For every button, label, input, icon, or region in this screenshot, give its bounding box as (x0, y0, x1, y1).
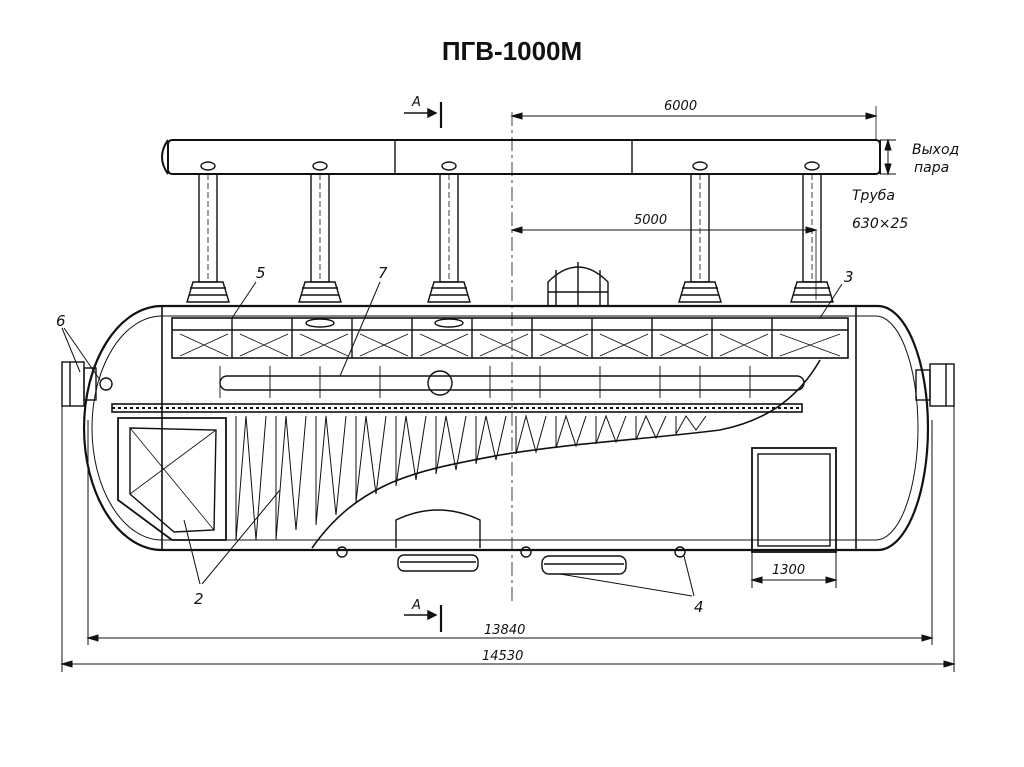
distribution-header (171, 317, 849, 359)
perforated-plate (111, 403, 803, 413)
tube-bundle (235, 414, 707, 541)
diagram-title: ПГВ-1000М (441, 36, 583, 66)
section-marks (404, 102, 443, 632)
section-label-bottom: A (411, 598, 421, 613)
note-steam-out-1: Выход (912, 142, 959, 158)
dim-header-span: 6000 (664, 99, 697, 114)
riser-2 (298, 161, 342, 303)
steam-header (161, 139, 881, 175)
left-nozzle (61, 361, 113, 407)
section-label-top: A (411, 95, 421, 110)
hot-collector (117, 417, 227, 541)
callout-3: 3 (844, 268, 854, 286)
callout-4: 6 (56, 312, 66, 330)
vessel-shell (82, 304, 930, 552)
cutaway-boundary (311, 359, 821, 549)
side-hatch (751, 447, 837, 553)
callout-2: 2 (194, 590, 204, 608)
svg-text:A: A (411, 95, 421, 110)
dim-total-length: 14530 (482, 649, 523, 664)
note-steam-out-2: пара (914, 160, 949, 176)
callout-5: 5 (256, 264, 266, 282)
right-nozzle (915, 363, 955, 407)
dim-hatch-width: 1300 (772, 563, 805, 578)
steam-risers (186, 161, 834, 303)
riser-1 (186, 161, 230, 303)
riser-3 (427, 161, 471, 303)
riser-4 (678, 161, 722, 303)
leader-lines (61, 281, 843, 597)
dim-body-length: 13840 (484, 623, 525, 638)
dim-inner-span: 5000 (634, 213, 667, 228)
callout-7: 4 (694, 598, 704, 616)
note-pipe-1: Труба (852, 188, 895, 204)
dimension-lines (60, 112, 956, 672)
top-manhole (547, 262, 609, 306)
note-pipe-2: 630×25 (852, 216, 908, 232)
callout-6: 7 (378, 264, 388, 282)
lower-hatches (336, 509, 686, 575)
riser-5 (790, 161, 834, 303)
